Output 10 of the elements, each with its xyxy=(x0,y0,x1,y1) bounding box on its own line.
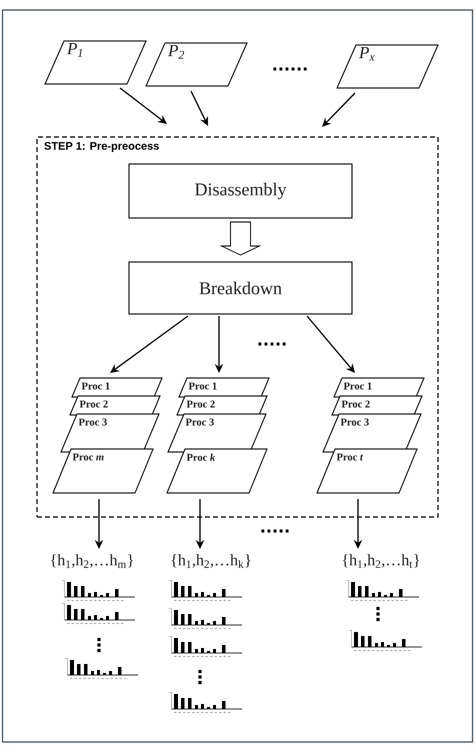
block-arrow xyxy=(220,222,262,256)
ellipsis: ...... xyxy=(273,68,307,71)
arrow xyxy=(322,92,356,127)
set-notation: {h$_{1}$,h$_{2}$,…h$_{t}$} xyxy=(342,554,420,568)
process-box: Breakdown xyxy=(128,262,352,314)
set-notation: {h$_{1}$,h$_{2}$,…h$_{k}$} xyxy=(172,554,250,568)
ellipsis: ..... xyxy=(261,530,289,533)
process-box: Disassembly xyxy=(128,164,352,218)
ellipsis: ..... xyxy=(258,342,286,346)
set-notation: {h$_{1}$,h$_{2}$,…h$_{m}$} xyxy=(51,554,133,568)
